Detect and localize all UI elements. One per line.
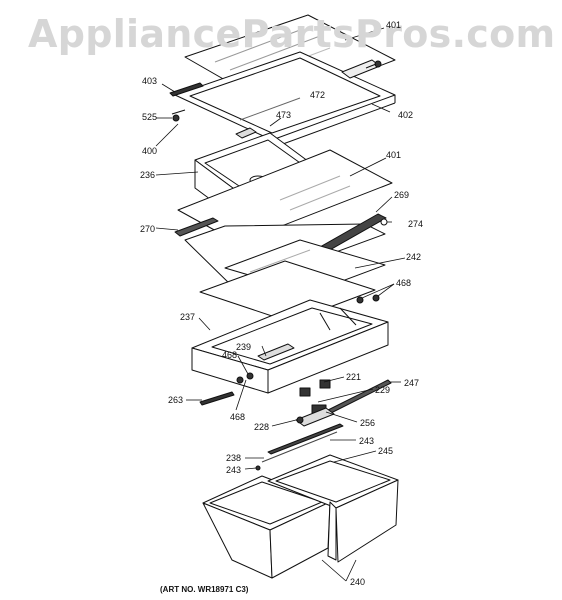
shelf-rail-left xyxy=(169,60,382,122)
callout-401-top: 401 xyxy=(386,20,402,30)
callout-270: 270 xyxy=(140,224,156,234)
callout-228: 228 xyxy=(254,422,270,432)
crisper-drawer-left xyxy=(202,475,331,579)
callout-247: 247 xyxy=(404,378,420,388)
callout-274: 274 xyxy=(408,219,424,229)
callout-468-lower: 468 xyxy=(230,412,246,422)
crisper-drawer-right xyxy=(267,454,399,563)
callout-245: 245 xyxy=(378,446,394,456)
art-number: (ART NO. WR18971 C3) xyxy=(160,585,249,594)
crisper-rod-lower xyxy=(261,431,338,463)
callout-400: 400 xyxy=(142,146,158,156)
crisper-rail-left xyxy=(199,391,235,406)
callout-402: 402 xyxy=(398,110,414,120)
site-watermark: AppliancePartsPros.com xyxy=(28,12,556,56)
callout-243-upper: 243 xyxy=(359,436,375,446)
crisper-frame xyxy=(191,294,389,397)
callout-221: 221 xyxy=(346,372,362,382)
callout-473: 473 xyxy=(276,110,292,120)
callout-243-lower: 243 xyxy=(226,465,242,475)
callout-472: 472 xyxy=(310,90,326,100)
callout-237: 237 xyxy=(180,312,196,322)
crisper-cover xyxy=(199,260,376,323)
callout-236: 236 xyxy=(140,170,156,180)
callout-269: 269 xyxy=(394,190,410,200)
crisper-rod-upper xyxy=(267,423,344,455)
callout-240: 240 xyxy=(350,577,366,587)
callout-238: 238 xyxy=(226,453,242,463)
callout-239: 239 xyxy=(236,342,252,352)
callout-263: 263 xyxy=(168,395,184,405)
callout-403: 403 xyxy=(142,76,158,86)
callout-525: 525 xyxy=(142,112,158,122)
callout-468-middle: 468 xyxy=(222,350,238,360)
leader-lines xyxy=(155,27,406,582)
callout-242: 242 xyxy=(406,252,422,262)
humidity-control xyxy=(295,404,335,427)
callout-468-upper: 468 xyxy=(396,278,412,288)
callout-256: 256 xyxy=(360,418,376,428)
callout-401-middle: 401 xyxy=(386,150,402,160)
callout-229: 229 xyxy=(375,385,391,395)
